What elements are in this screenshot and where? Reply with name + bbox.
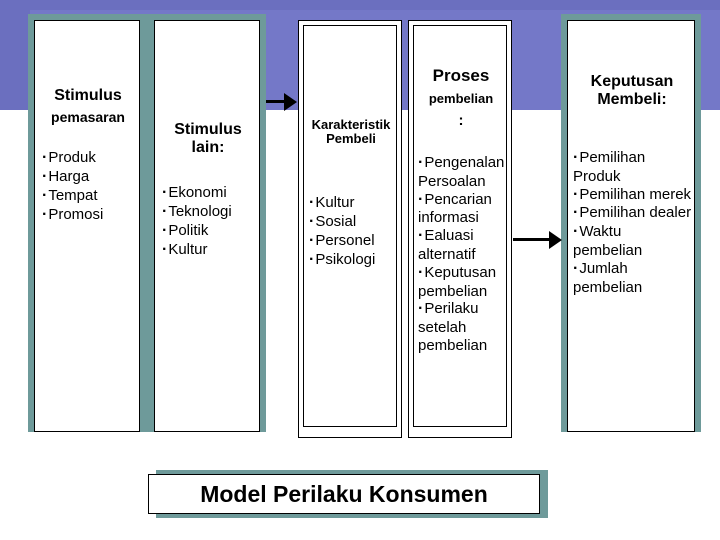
arrow-head-right bbox=[549, 231, 562, 249]
list-item: Personel bbox=[309, 232, 398, 251]
background-band-strip bbox=[0, 10, 30, 110]
box-heading-line2: pemasaran bbox=[51, 109, 125, 125]
list-item: Harga bbox=[42, 168, 141, 187]
box-proses-pembelian: Proses pembelian : Pengenalan Persoalan … bbox=[413, 25, 507, 427]
list-item: Waktu pembelian bbox=[573, 223, 693, 260]
list-item: Teknologi bbox=[162, 203, 261, 222]
background-band-top bbox=[0, 0, 720, 10]
box-karakteristik-pembeli: Karakteristik Pembeli Kultur Sosial Pers… bbox=[303, 25, 397, 427]
list-item: Pemilihan merek bbox=[573, 186, 693, 205]
box-heading-line1: Proses bbox=[432, 66, 490, 85]
box-keputusan-membeli: Keputusan Membeli: Pemilihan Produk Pemi… bbox=[567, 20, 695, 432]
list-item: Sosial bbox=[309, 213, 398, 232]
diagram-title-text: Model Perilaku Konsumen bbox=[200, 480, 488, 507]
arrow-line-left bbox=[266, 100, 286, 103]
box-heading-line1: Stimulus bbox=[174, 121, 242, 138]
box-items-keputusan-membeli: Pemilihan Produk Pemilihan merek Pemilih… bbox=[573, 149, 693, 296]
list-item: Pemilihan Produk bbox=[573, 149, 693, 186]
list-item: Produk bbox=[42, 149, 141, 168]
list-item: Ekonomi bbox=[162, 184, 261, 203]
box-heading-line3: : bbox=[458, 112, 464, 129]
list-item: Pencarian informasi bbox=[418, 191, 508, 228]
list-item: Perilaku setelah pembelian bbox=[418, 300, 508, 354]
list-item: Keputusan pembelian bbox=[418, 264, 508, 301]
box-items-stimulus-pemasaran: Produk Harga Tempat Promosi bbox=[42, 149, 141, 225]
list-item: Kultur bbox=[309, 194, 398, 213]
diagram-title: Model Perilaku Konsumen bbox=[148, 474, 540, 514]
list-item: Promosi bbox=[42, 206, 141, 225]
box-items-karakteristik-pembeli: Kultur Sosial Personel Psikologi bbox=[309, 194, 398, 270]
list-item: Pemilihan dealer bbox=[573, 204, 693, 223]
box-items-stimulus-lain: Ekonomi Teknologi Politik Kultur bbox=[162, 184, 261, 260]
box-heading-line2: lain: bbox=[191, 138, 225, 156]
box-heading-line2: pembelian bbox=[428, 91, 494, 106]
list-item: Jumlah pembelian bbox=[573, 260, 693, 297]
box-heading-line1: Stimulus bbox=[54, 87, 122, 104]
box-stimulus-pemasaran: Stimulus pemasaran Produk Harga Tempat P… bbox=[34, 20, 140, 432]
list-item: Politik bbox=[162, 222, 261, 241]
box-heading-line1: Karakteristik bbox=[311, 117, 391, 132]
box-stimulus-lain: Stimulus lain: Ekonomi Teknologi Politik… bbox=[154, 20, 260, 432]
box-heading-line2: Membeli: bbox=[597, 90, 667, 108]
list-item: Kultur bbox=[162, 241, 261, 260]
arrow-line-right bbox=[513, 238, 551, 241]
list-item: Pengenalan Persoalan bbox=[418, 154, 508, 191]
list-item: Ealuasi alternatif bbox=[418, 227, 508, 264]
box-heading-line1: Keputusan bbox=[590, 73, 674, 90]
list-item: Psikologi bbox=[309, 251, 398, 270]
arrow-head-left bbox=[284, 93, 297, 111]
box-heading-line2: Pembeli bbox=[326, 131, 376, 147]
box-items-proses-pembelian: Pengenalan Persoalan Pencarian informasi… bbox=[418, 154, 508, 355]
list-item: Tempat bbox=[42, 187, 141, 206]
